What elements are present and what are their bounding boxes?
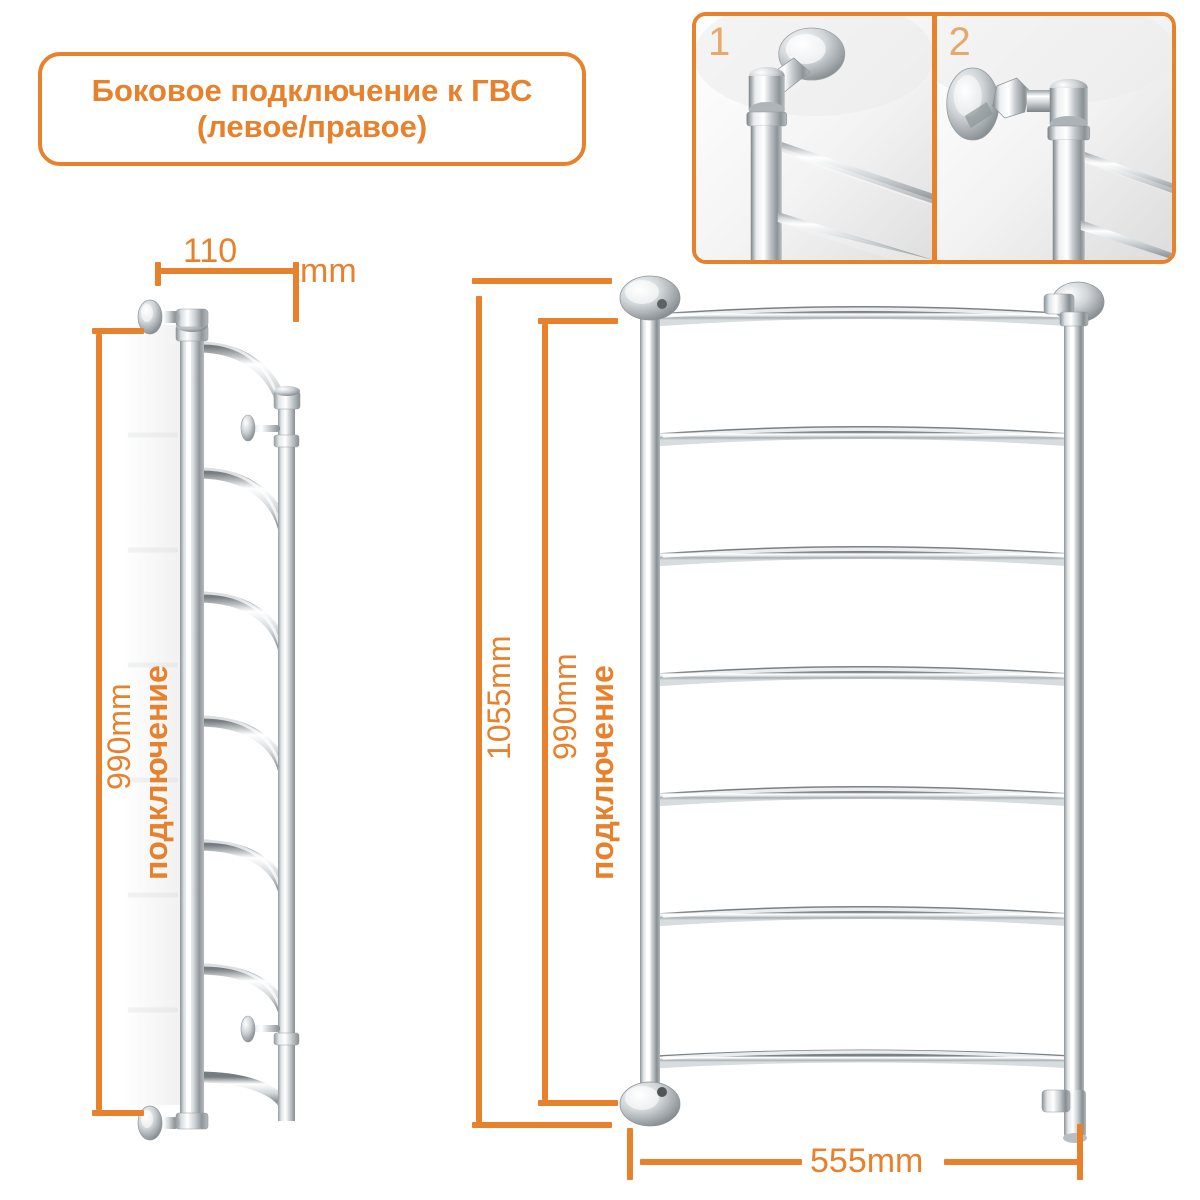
width-dimension-line-left <box>640 1159 802 1165</box>
title-card: Боковое подключение к ГВС (левое/правое) <box>38 52 586 166</box>
total-height-tick-top <box>472 278 612 284</box>
inset-photo-1: 1 <box>696 16 932 260</box>
connection-height-dimension-line <box>542 324 548 1100</box>
inset-number-1: 1 <box>708 20 731 64</box>
depth-dimension-line <box>160 268 298 274</box>
depth-unit-label: mm <box>300 252 357 290</box>
depth-ext-right <box>293 262 299 322</box>
inset-number-2: 2 <box>948 20 971 64</box>
connection-height-value-label: 990mm <box>547 653 583 760</box>
depth-ext-left <box>155 262 161 286</box>
connection-height-tick-top <box>538 318 618 324</box>
angled-connector-illustration <box>696 16 932 260</box>
front-elevation-view <box>612 272 1112 1144</box>
depth-value-label: 110 <box>183 232 238 270</box>
inset-photo-2: 2 <box>931 16 1172 260</box>
connection-detail-inset-panel: 1 <box>692 12 1176 264</box>
total-height-tick-bottom <box>472 1122 612 1128</box>
width-dimension-line-right <box>944 1159 1080 1165</box>
connection-height-tick-bottom <box>538 1100 618 1106</box>
total-height-dimension-line <box>476 296 482 1122</box>
width-ext-left <box>627 1128 633 1180</box>
side-height-dimension-line <box>96 334 102 1110</box>
width-ext-right <box>1077 1124 1083 1180</box>
total-height-value-label: 1055mm <box>481 635 517 761</box>
side-height-value-label: 990mm <box>101 683 137 790</box>
connection-height-caption-label: подключение <box>584 665 620 880</box>
side-height-caption-label: подключение <box>138 665 174 880</box>
title-line-2: (левое/правое) <box>196 109 428 144</box>
width-value-label: 555mm <box>810 1142 924 1180</box>
side-view-illustration <box>120 299 301 1141</box>
straight-connector-illustration <box>936 16 1172 260</box>
front-view-illustration <box>619 275 1105 1143</box>
title-line-1: Боковое подключение к ГВС <box>91 73 533 109</box>
side-profile-view <box>120 285 370 1145</box>
side-height-tick-bottom <box>92 1110 144 1116</box>
side-height-tick-top <box>92 328 144 334</box>
